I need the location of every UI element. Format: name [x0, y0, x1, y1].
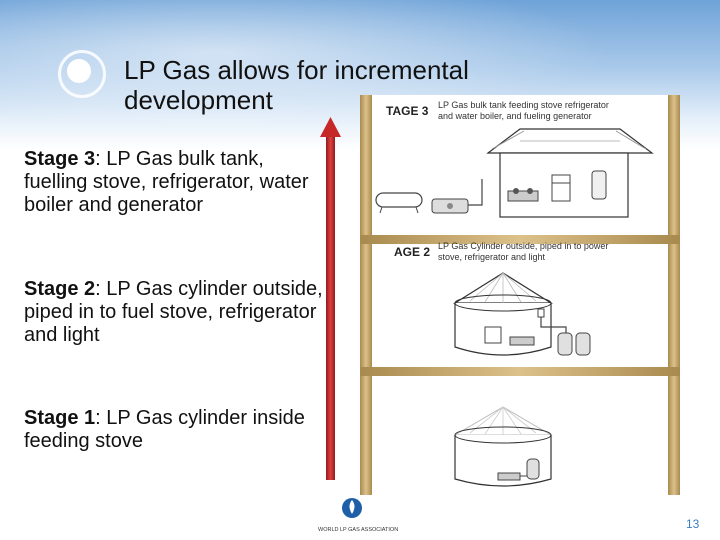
growth-arrow-icon — [320, 117, 341, 480]
stage-2-label: Stage 2 — [24, 278, 95, 300]
title-bullet-icon — [67, 59, 91, 83]
stage-1-label: Stage 1 — [24, 407, 95, 429]
left-post — [360, 95, 372, 495]
house-icon — [488, 129, 652, 217]
stove-icon-stage-2 — [510, 337, 534, 345]
stage-3-description: Stage 3: LP Gas bulk tank, fuelling stov… — [24, 148, 324, 217]
logo-text: WORLD LP GAS ASSOCIATION — [318, 527, 398, 533]
stage-3-caption-line2: and water boiler, and fueling generator — [438, 111, 592, 121]
slide-title-line1: LP Gas allows for incremental — [124, 55, 544, 85]
generator-icon — [432, 199, 468, 213]
refrigerator-icon — [552, 175, 570, 201]
water-boiler-icon — [592, 171, 606, 199]
refrigerator-icon-stage-2 — [485, 327, 501, 343]
light-icon — [538, 309, 544, 317]
stage-3-label: Stage 3 — [24, 148, 95, 170]
gas-cylinder-icon-stage-1 — [527, 459, 539, 479]
incremental-development-illustration: TAGE 3 LP Gas bulk tank feeding stove re… — [320, 95, 690, 495]
stove-icon-stage-1 — [498, 473, 520, 480]
stage-2-caption-line2: stove, refrigerator and light — [438, 252, 546, 262]
page-number: 13 — [686, 517, 699, 531]
stage-2-description: Stage 2: LP Gas cylinder outside, piped … — [24, 278, 324, 347]
stage-3-caption-line1: LP Gas bulk tank feeding stove refrigera… — [438, 100, 609, 110]
stage-3-tag: TAGE 3 — [386, 104, 429, 118]
stage-2-caption-line1: LP Gas Cylinder outside, piped in to pow… — [438, 241, 608, 251]
stage-2-tag: AGE 2 — [394, 245, 430, 259]
shelf-stage-2 — [360, 367, 680, 376]
world-lp-gas-association-logo: WORLD LP GAS ASSOCIATION — [318, 496, 428, 540]
right-post — [668, 95, 680, 495]
stage-1-description: Stage 1: LP Gas cylinder inside feeding … — [24, 407, 324, 453]
